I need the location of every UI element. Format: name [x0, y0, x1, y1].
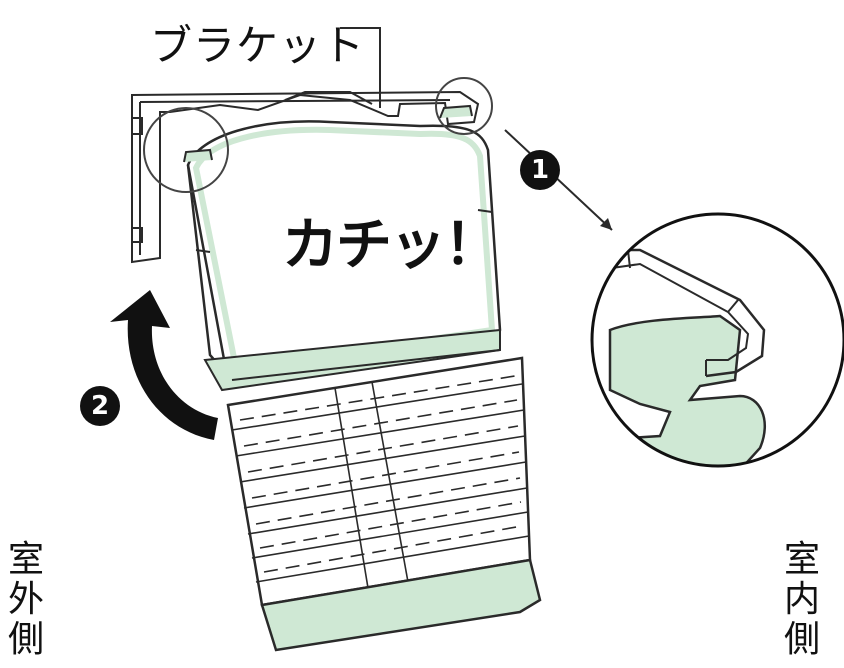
step-2-badge: 2 [80, 386, 120, 426]
outdoor-side-label: 室 外 側 [6, 540, 46, 660]
outdoor-side-char: 室 [7, 539, 44, 580]
indoor-side-char: 内 [783, 579, 820, 620]
detail-circle-right [435, 77, 493, 135]
click-sound-text: カチッ！ [282, 213, 500, 278]
outdoor-side-char: 側 [7, 619, 44, 660]
bracket-leader-line [340, 27, 381, 96]
head-rail [183, 104, 502, 392]
step-1-badge: 1 [520, 150, 560, 190]
detail-circle-left [143, 107, 229, 193]
zoom-pointer-head [600, 218, 612, 230]
rotation-arrow [110, 290, 218, 440]
zoom-pointer-line [504, 129, 613, 231]
bracket-label: ブラケット [150, 21, 366, 70]
outdoor-side-char: 外 [7, 579, 44, 620]
zoom-detail [590, 212, 844, 468]
indoor-side-char: 側 [783, 619, 820, 660]
indoor-side-label: 室 内 側 [782, 540, 822, 660]
indoor-side-char: 室 [783, 539, 820, 580]
shade-fabric [226, 356, 542, 652]
bracket [131, 90, 480, 264]
